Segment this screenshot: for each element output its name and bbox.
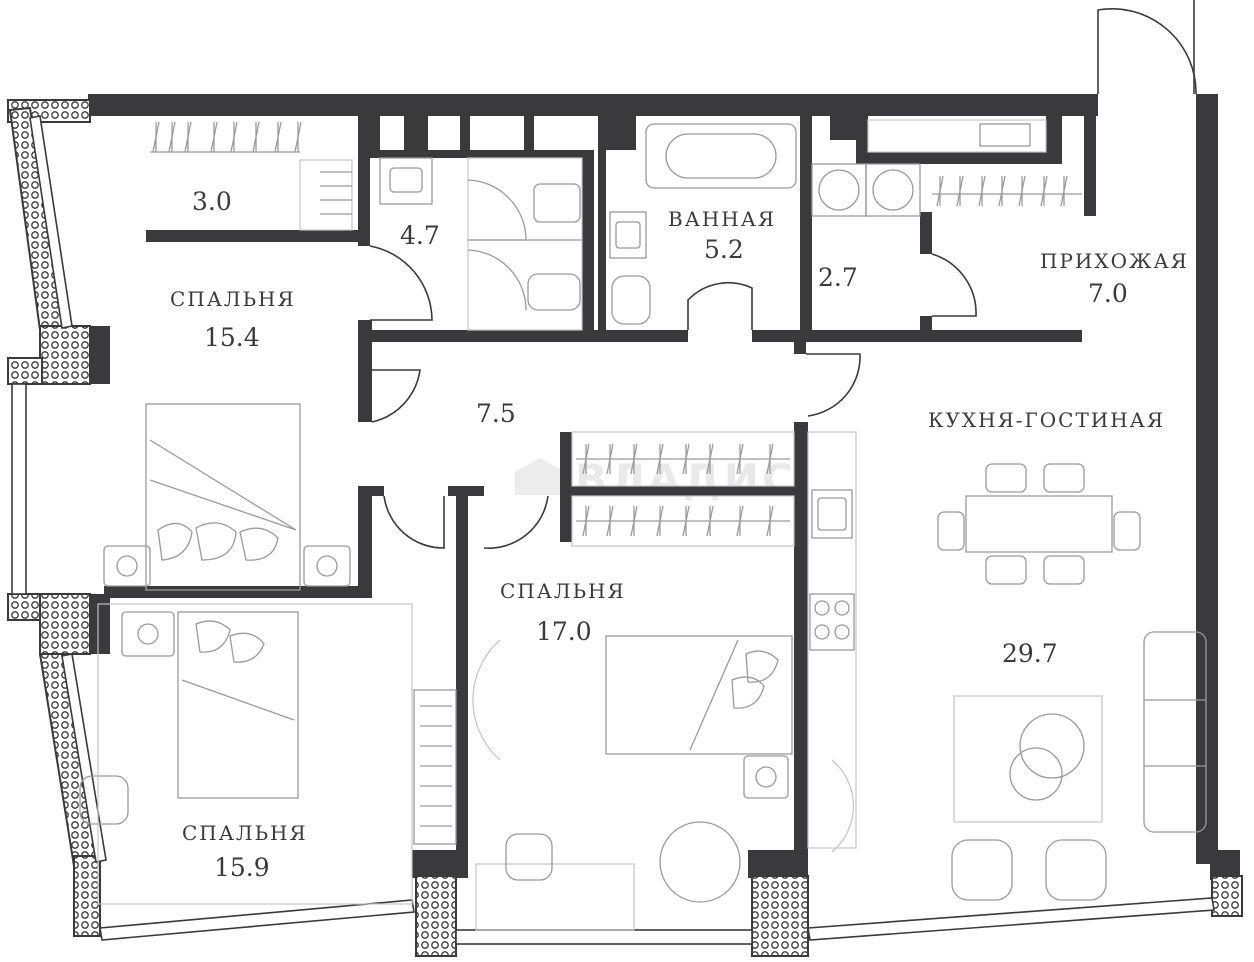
room-area-bath: 5.2 [704, 235, 744, 264]
kitchen-furniture [807, 431, 1207, 901]
room-labels: 3.0 4.7 ВАННАЯ 5.2 2.7 ПРИХОЖАЯ 7.0 СПАЛ… [170, 187, 1189, 882]
bedroom3-furniture [79, 603, 413, 905]
room-name-bedroom3: СПАЛЬНЯ [182, 821, 308, 845]
room-area-kitchen: 29.7 [1002, 639, 1058, 668]
hall-wardrobe [932, 175, 1082, 207]
room-area-laundry: 2.7 [818, 263, 858, 292]
wc-fixtures [379, 157, 583, 331]
room-area-corridor: 7.5 [476, 399, 516, 428]
room-name-hall: ПРИХОЖАЯ [1040, 249, 1189, 273]
watermark: ВЛАДИС [515, 455, 793, 504]
room-name-bath: ВАННАЯ [668, 207, 776, 231]
brick-walls [7, 99, 1243, 957]
bath-fixtures [609, 123, 797, 325]
room-area-hall: 7.0 [1088, 279, 1128, 308]
interior-walls [104, 116, 1096, 856]
bedroom2-furniture [413, 635, 793, 931]
room-area-bedroom2: 17.0 [536, 617, 592, 646]
corridor-wardrobes [571, 431, 795, 547]
windows [11, 115, 1215, 945]
room-area-wardrobe: 3.0 [192, 187, 232, 216]
room-name-kitchen: КУХНЯ-ГОСТИНАЯ [928, 408, 1165, 432]
bedroom1-furniture [103, 403, 351, 591]
laundry-fixtures [811, 119, 1047, 217]
room-area-bedroom1: 15.4 [204, 323, 260, 352]
doors [369, 0, 1197, 549]
wardrobe-rods-top [150, 121, 353, 231]
exterior-walls [88, 94, 1240, 880]
room-name-bedroom1: СПАЛЬНЯ [170, 287, 296, 311]
room-name-bedroom2: СПАЛЬНЯ [500, 579, 626, 603]
room-area-bedroom3: 15.9 [214, 853, 270, 882]
room-area-wc: 4.7 [400, 221, 440, 250]
